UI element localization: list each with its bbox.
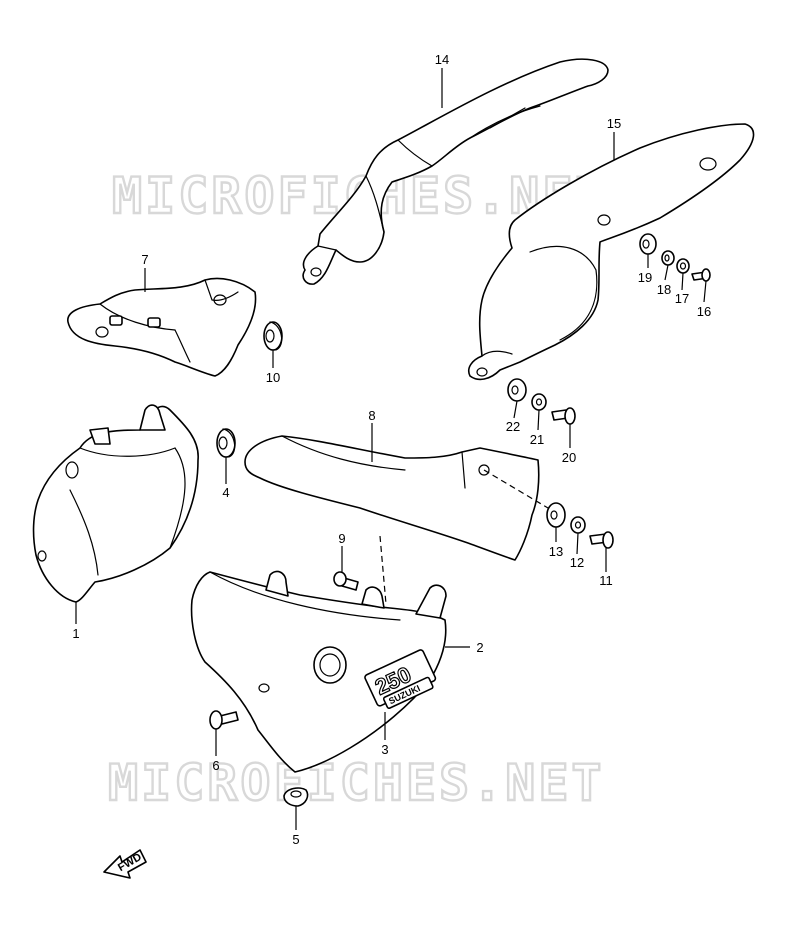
part-15-side-cover-right[interactable] <box>467 123 755 381</box>
callout-22: 22 <box>506 419 520 434</box>
part-20-bolt[interactable] <box>551 407 576 425</box>
part-16-bolt[interactable] <box>691 268 711 282</box>
callout-9: 9 <box>338 531 345 546</box>
part-14-tail-cover[interactable] <box>302 58 609 285</box>
callout-1: 1 <box>72 626 79 641</box>
callouts: 14 15 7 10 4 8 1 2 3 6 5 9 19 18 17 16 2… <box>72 52 711 847</box>
callout-4: 4 <box>222 485 229 500</box>
callout-8: 8 <box>368 408 375 423</box>
part-5-grommet[interactable] <box>283 787 309 807</box>
part-18-collar[interactable] <box>661 250 675 266</box>
part-12-washer[interactable] <box>570 516 586 534</box>
callout-6: 6 <box>212 758 219 773</box>
callout-21: 21 <box>530 432 544 447</box>
callout-11: 11 <box>599 573 613 588</box>
callout-13: 13 <box>549 544 563 559</box>
part-10-grommet[interactable] <box>263 321 283 351</box>
part-11-bolt[interactable] <box>589 531 614 549</box>
callout-5: 5 <box>292 832 299 847</box>
watermark-bottom: MICROFICHES.NET <box>108 754 605 812</box>
part-6-bolt[interactable] <box>209 710 239 730</box>
callout-2: 2 <box>476 640 483 655</box>
leader-lines <box>75 68 707 830</box>
part-4-grommet[interactable] <box>216 428 236 458</box>
callout-14: 14 <box>435 52 449 67</box>
callout-20: 20 <box>562 450 576 465</box>
callout-15: 15 <box>607 116 621 131</box>
fwd-arrow: FWD <box>103 849 147 879</box>
part-22-grommet[interactable] <box>507 378 527 402</box>
part-9-bolt[interactable] <box>333 571 359 591</box>
callout-3: 3 <box>381 742 388 757</box>
part-8-side-trim[interactable] <box>244 435 549 561</box>
callout-7: 7 <box>141 252 148 267</box>
callout-12: 12 <box>570 555 584 570</box>
callout-17: 17 <box>675 291 689 306</box>
part-19-grommet[interactable] <box>639 233 657 255</box>
part-7-bracket[interactable] <box>67 277 257 377</box>
part-13-grommet[interactable] <box>546 502 566 528</box>
part-21-washer[interactable] <box>531 393 547 411</box>
part-2-main-side-cover[interactable] <box>190 535 447 773</box>
part-17-washer[interactable] <box>676 258 690 274</box>
part-1-left-cover[interactable] <box>32 404 199 603</box>
callout-19: 19 <box>638 270 652 285</box>
callout-18: 18 <box>657 282 671 297</box>
callout-16: 16 <box>697 304 711 319</box>
callout-10: 10 <box>266 370 280 385</box>
